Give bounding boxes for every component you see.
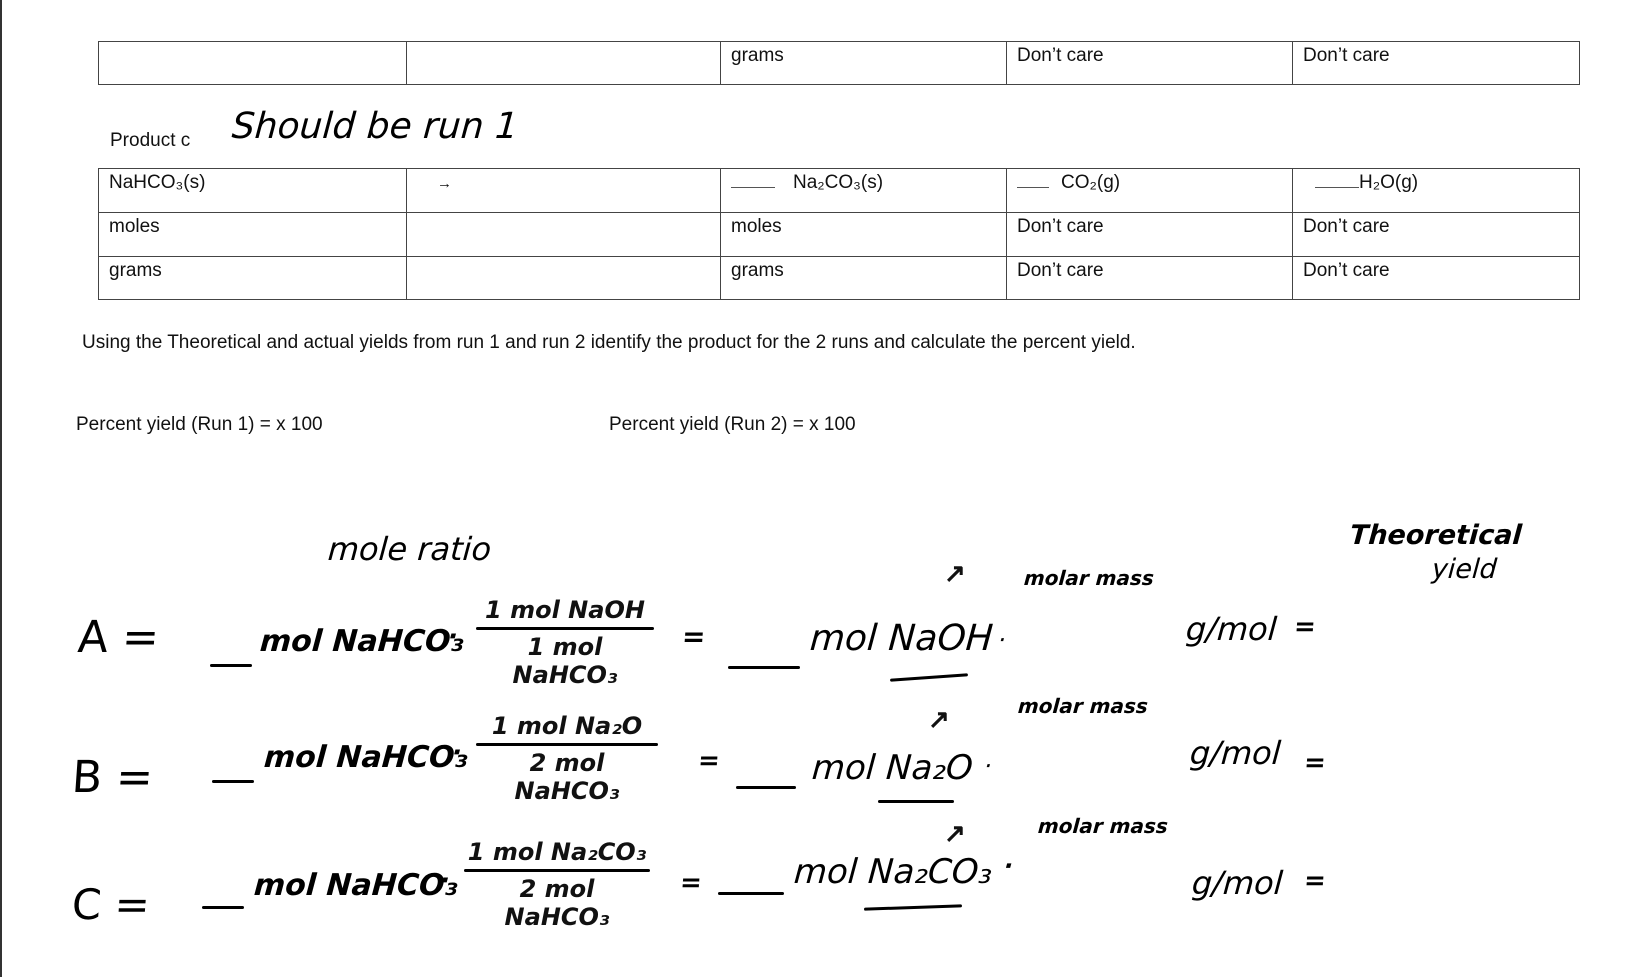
coefficient-blank[interactable] — [1315, 173, 1359, 188]
arrow-cell: → — [406, 168, 721, 213]
equation-result: mol Na₂CO₃ — [792, 852, 994, 892]
table-row: grams Don’t care Don’t care — [98, 41, 1580, 85]
final-equals: = — [1292, 612, 1317, 642]
answer-blank[interactable] — [212, 780, 254, 783]
unit-label: g/mol — [1190, 864, 1285, 902]
table-cell: Don’t care — [1006, 41, 1293, 85]
table-cell: Don’t care — [1006, 256, 1293, 300]
reaction-arrow-icon: → — [437, 175, 452, 192]
percent-yield-run2: Percent yield (Run 2) = x 100 — [609, 414, 856, 435]
dot-operator: · — [1003, 852, 1015, 880]
result-underline — [863, 904, 963, 911]
molar-mass-note: molar mass — [1023, 566, 1155, 590]
table-cell: grams — [98, 256, 407, 300]
table-cell — [406, 256, 721, 300]
percent-yield-run1: Percent yield (Run 1) = x 100 — [76, 414, 323, 435]
unit-label: g/mol — [1188, 734, 1283, 772]
table-cell: Don’t care — [1006, 212, 1293, 257]
fraction-numerator: 1 mol NaOH — [485, 596, 645, 624]
coefficient-blank[interactable] — [1017, 173, 1049, 188]
answer-blank[interactable] — [736, 786, 796, 789]
equation-start: mol NaHCO₃ — [258, 624, 465, 659]
table-cell: moles — [98, 212, 407, 257]
fraction-bar — [476, 743, 658, 746]
result-underline — [889, 673, 969, 682]
mole-ratio-fraction: 1 mol NaOH 1 mol NaHCO₃ — [476, 596, 654, 689]
equation-result: mol NaOH — [808, 618, 995, 659]
page-left-border — [0, 0, 2, 977]
theoretical-yield-label-2: yield — [1430, 554, 1498, 585]
table-header-row: NaHCO₃(s) → Na₂CO₃(s) CO₂(g) H₂O(g) — [98, 168, 1580, 213]
result-underline — [878, 800, 954, 803]
table-cell — [98, 41, 407, 85]
final-equals: = — [1302, 748, 1327, 778]
equals-sign: = — [680, 620, 707, 653]
equation-start: mol NaHCO₃ — [262, 740, 469, 775]
dot-operator: · — [450, 738, 463, 768]
theoretical-yield-label-1: Theoretical — [1348, 520, 1523, 551]
top-table: grams Don’t care Don’t care — [98, 41, 1580, 85]
fraction-numerator: 1 mol Na₂CO₃ — [467, 838, 647, 866]
product-c-label: Product c — [110, 130, 191, 151]
table-row: moles moles Don’t care Don’t care — [98, 212, 1580, 257]
equals-sign: = — [696, 746, 721, 776]
answer-blank[interactable] — [210, 664, 252, 667]
table-row: grams grams Don’t care Don’t care — [98, 256, 1580, 300]
table-cell: grams — [720, 41, 1007, 85]
mole-ratio-fraction: 1 mol Na₂CO₃ 2 mol NaHCO₃ — [464, 838, 650, 931]
fraction-bar — [476, 627, 654, 630]
unit-label: g/mol — [1184, 610, 1279, 648]
equation-label: A = — [76, 612, 161, 663]
mole-ratio-fraction: 1 mol Na₂O 2 mol NaHCO₃ — [476, 712, 658, 805]
fraction-denominator: 2 mol NaHCO₃ — [504, 875, 610, 931]
molar-mass-note: molar mass — [1037, 814, 1169, 838]
curved-arrow-icon: ↗ — [944, 558, 966, 588]
dot-operator: · — [438, 866, 451, 896]
fraction-numerator: 1 mol Na₂O — [491, 712, 643, 740]
product-c-table: NaHCO₃(s) → Na₂CO₃(s) CO₂(g) H₂O(g) mole… — [98, 168, 1580, 300]
mole-ratio-label: mole ratio — [326, 530, 493, 568]
dot-operator: · — [983, 752, 993, 780]
table-cell: Don’t care — [1292, 256, 1580, 300]
equals-sign: = — [678, 868, 703, 898]
handwritten-note: Should be run 1 — [230, 106, 520, 147]
product-cell-h2o: H₂O(g) — [1292, 168, 1580, 213]
fraction-bar — [464, 869, 650, 872]
curved-arrow-icon: ↗ — [944, 818, 966, 848]
equation-label: C = — [70, 880, 152, 929]
table-cell: moles — [720, 212, 1007, 257]
curved-arrow-icon: ↗ — [928, 704, 950, 734]
reactant-cell: NaHCO₃(s) — [98, 168, 407, 213]
fraction-denominator: 2 mol NaHCO₃ — [514, 749, 620, 805]
molar-mass-note: molar mass — [1017, 694, 1149, 718]
equation-result: mol Na₂O — [810, 748, 975, 788]
product-cell-na2co3: Na₂CO₃(s) — [720, 168, 1007, 213]
instructions-text: Using the Theoretical and actual yields … — [82, 332, 1136, 353]
dot-operator: · — [446, 622, 459, 652]
product-cell-co2: CO₂(g) — [1006, 168, 1293, 213]
coefficient-blank[interactable] — [731, 173, 775, 188]
final-equals: = — [1302, 866, 1327, 896]
equation-start: mol NaHCO₃ — [252, 868, 459, 903]
table-cell — [406, 212, 721, 257]
answer-blank[interactable] — [718, 892, 784, 895]
table-cell: Don’t care — [1292, 41, 1580, 85]
answer-blank[interactable] — [202, 906, 244, 909]
equation-label: B = — [70, 752, 155, 803]
table-cell — [406, 41, 721, 85]
dot-operator: · — [997, 626, 1007, 654]
table-cell: Don’t care — [1292, 212, 1580, 257]
answer-blank[interactable] — [728, 666, 800, 669]
fraction-denominator: 1 mol NaHCO₃ — [512, 633, 618, 689]
table-cell: grams — [720, 256, 1007, 300]
